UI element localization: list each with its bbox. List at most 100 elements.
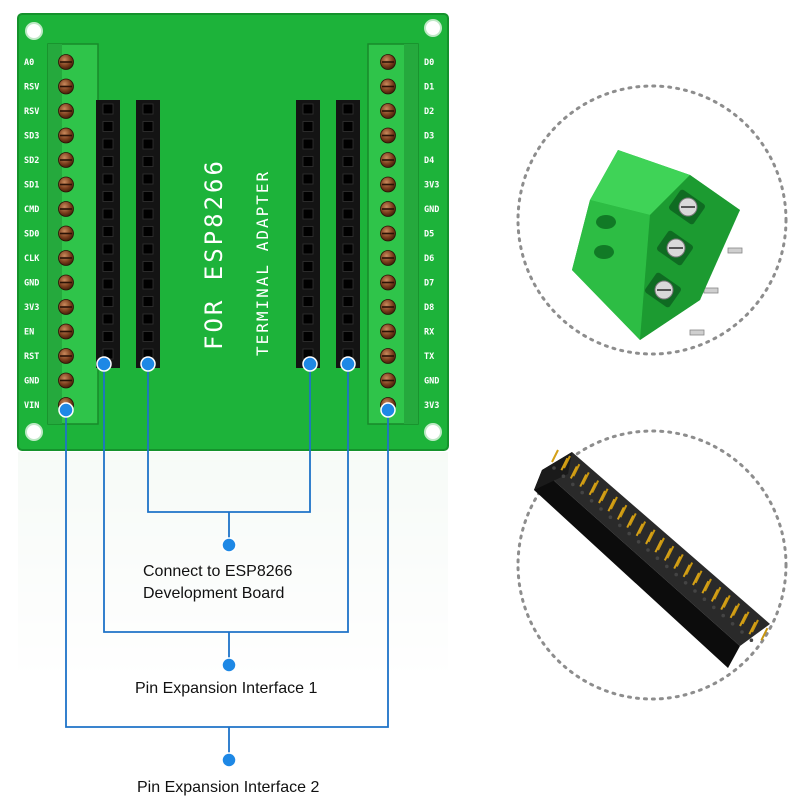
pin-label: GND: [424, 205, 439, 215]
header-hole: [302, 313, 314, 325]
mounting-hole: [25, 423, 43, 441]
callout-interface1: Pin Expansion Interface 1: [135, 680, 317, 697]
board-title-line1: FOR ESP8266: [200, 158, 228, 350]
header-hole: [142, 226, 154, 237]
pin-label: CLK: [24, 254, 40, 264]
header-hole: [342, 313, 354, 325]
header-hole: [102, 103, 114, 115]
board-reflection: [18, 452, 448, 672]
pin-label: D7: [424, 279, 434, 289]
callout-lines: [65, 362, 389, 760]
header-hole: [302, 278, 314, 290]
header-hole: [102, 226, 114, 237]
header-hole: [142, 313, 154, 325]
header-hole: [142, 261, 154, 272]
header-hole: [342, 156, 354, 167]
pin-label: 3V3: [24, 303, 39, 313]
header-hole: [302, 208, 314, 220]
pin-label: RSV: [24, 107, 39, 117]
header-hole: [302, 261, 314, 272]
header-hole: [102, 278, 114, 290]
header-hole: [142, 296, 154, 307]
pin-label: D8: [424, 303, 434, 313]
right-terminal-screws: [380, 54, 396, 413]
pin-label: 3V3: [424, 181, 439, 191]
callout-connect-line1: Connect to ESP8266: [143, 563, 293, 580]
header-hole: [102, 208, 114, 220]
header-hole: [102, 261, 114, 272]
header-hole: [302, 191, 314, 202]
header-hole: [302, 138, 314, 150]
header-hole: [342, 226, 354, 237]
header-hole: [302, 103, 314, 115]
header-hole: [302, 331, 314, 342]
pin-label: D3: [424, 132, 434, 142]
header-hole: [102, 121, 114, 132]
header-hole: [302, 243, 314, 255]
header-hole: [102, 296, 114, 307]
header-hole: [342, 331, 354, 342]
mounting-hole: [25, 22, 43, 40]
pin-label: SD3: [24, 132, 39, 142]
header-hole: [302, 226, 314, 237]
header-hole: [142, 208, 154, 220]
pin-label: TX: [424, 352, 434, 362]
header-hole: [342, 278, 354, 290]
board-title-line2: TERMINAL ADAPTER: [253, 170, 272, 356]
pin-label: GND: [424, 377, 439, 387]
header-hole: [342, 243, 354, 255]
header-hole: [142, 331, 154, 342]
callout-connect-line2: Development Board: [143, 585, 284, 602]
terminal-block-detail: [516, 84, 788, 356]
pin-label: D0: [424, 58, 434, 68]
pin-label: D4: [424, 156, 434, 166]
pin-label: CMD: [24, 205, 39, 215]
header-hole: [102, 156, 114, 167]
left-terminal-screws: [58, 54, 74, 413]
pin-label: SD2: [24, 156, 39, 166]
header-hole: [142, 138, 154, 150]
header-hole: [342, 173, 354, 185]
pin-label: RST: [24, 352, 39, 362]
header-hole: [302, 156, 314, 167]
pin-label: VIN: [24, 401, 39, 411]
header-hole: [342, 103, 354, 115]
pin-label: GND: [24, 377, 39, 387]
pin-label: SD1: [24, 181, 39, 191]
header-hole: [142, 103, 154, 115]
header-hole: [142, 121, 154, 132]
pin-label: 3V3: [424, 401, 439, 411]
header-hole: [342, 261, 354, 272]
header-hole: [302, 173, 314, 185]
pin-label: RX: [424, 328, 434, 338]
header-hole: [102, 331, 114, 342]
header-hole: [342, 296, 354, 307]
pin-label: D2: [424, 107, 434, 117]
pin-label: D5: [424, 230, 434, 240]
pin-label: RSV: [24, 83, 39, 93]
header-hole: [302, 121, 314, 132]
header-hole: [102, 173, 114, 185]
pin-label: EN: [24, 328, 34, 338]
pin-label: D6: [424, 254, 434, 264]
header-hole: [342, 208, 354, 220]
pcb-board: A0RSVRSVSD3SD2SD1CMDSD0CLKGND3V3ENRSTGND…: [17, 13, 449, 451]
header-detail-pins: [551, 449, 769, 642]
pin-label: SD0: [24, 230, 39, 240]
female-header-detail: [516, 429, 788, 701]
header-hole: [102, 191, 114, 202]
mounting-hole: [424, 423, 442, 441]
header-hole: [302, 296, 314, 307]
mounting-hole: [424, 19, 442, 37]
pin-label: GND: [24, 279, 39, 289]
header-hole: [342, 191, 354, 202]
callout-dots: [58, 356, 396, 768]
callout-interface2: Pin Expansion Interface 2: [137, 779, 319, 796]
header-hole: [142, 278, 154, 290]
header-hole: [102, 138, 114, 150]
pin-label: A0: [24, 58, 34, 68]
header-hole: [142, 243, 154, 255]
